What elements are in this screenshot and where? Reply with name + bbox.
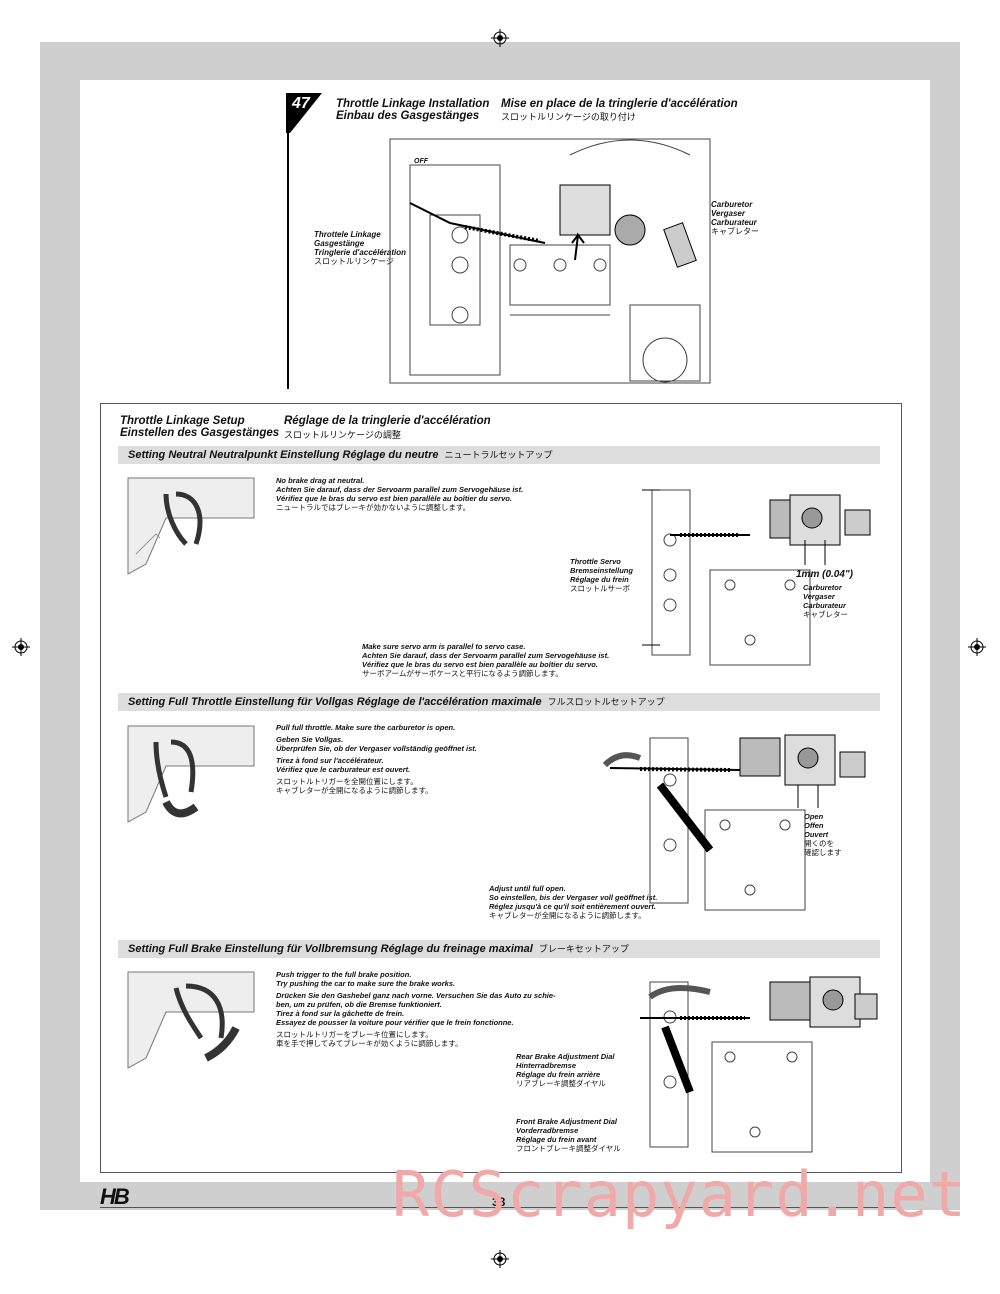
step-title-de: Einbau des Gasgestänges <box>336 110 480 122</box>
off-label: OFF <box>414 158 428 165</box>
throttle-note2-fr: Réglez jusqu'à ce qu'il soit entièrement… <box>489 902 656 911</box>
neutral-note2-fr: Vérifiez que le bras du servo est bien p… <box>362 660 598 669</box>
transmitter-neutral-image <box>127 477 255 575</box>
footer-rule <box>100 1207 900 1208</box>
open-label-en: Open <box>804 812 824 821</box>
front-brake-label-fr: Réglage du frein avant <box>516 1135 597 1144</box>
rear-brake-label-fr: Réglage du frein arrière <box>516 1070 601 1079</box>
carb-label-jp: キャブレター <box>711 227 759 236</box>
rear-brake-label-jp: リアブレーキ調整ダイヤル <box>516 1079 606 1088</box>
linkage-label-fr: Tringlerie d'accélération <box>314 248 407 257</box>
throttle-note-jp-2: キャブレターが全開になるように調節します。 <box>276 786 433 795</box>
step-number: 47 <box>292 95 310 112</box>
throttle-title: Setting Full Throttle Einstellung für Vo… <box>128 696 542 708</box>
carb-label-en: Carburetor <box>711 200 753 209</box>
step-title-en: Throttle Linkage Installation <box>336 98 490 110</box>
neutral-note2-jp: サーボアームがサーボケースと平行になるよう調節します。 <box>362 669 563 678</box>
open-label-jp-2: 確認します <box>804 848 842 857</box>
open-label-jp-1: 開くのを <box>804 839 834 848</box>
brake-title: Setting Full Brake Einstellung für Vollb… <box>128 943 533 955</box>
brake-note-2: Try pushing the car to make sure the bra… <box>276 979 456 988</box>
brake-servo-diagram <box>640 976 878 1153</box>
rear-brake-label-de: Hinterradbremse <box>516 1061 577 1070</box>
carb-label-fr: Carburateur <box>711 218 757 227</box>
servo-label-jp: スロットルサーボ <box>570 584 630 593</box>
open-label-de: Offen <box>804 821 824 830</box>
setup-title-fr: Réglage de la tringlerie d'accélération <box>284 415 491 427</box>
throttle-note-2: Geben Sie Vollgas. <box>276 735 344 744</box>
throttle-note-1: Pull full throttle. Make sure the carbur… <box>276 723 456 732</box>
brake-title-jp: ブレーキセットアップ <box>538 944 629 954</box>
neutral-note2-en: Make sure servo arm is parallel to servo… <box>362 642 526 651</box>
brake-note-5: Tirez à fond sur la gâchette de frein. <box>276 1009 405 1018</box>
throttle-section-header: Setting Full Throttle Einstellung für Vo… <box>118 693 880 711</box>
linkage-label-en: Throttele Linkage <box>314 230 381 239</box>
brake-note-jp-2: 車を手で押してみてブレーキが効くように調節します。 <box>276 1039 463 1048</box>
step-tab <box>286 93 322 389</box>
neutral-carb-jp: キャブレター <box>803 610 848 619</box>
neutral-title: Setting Neutral Neutralpunkt Einstellung… <box>128 449 439 461</box>
front-brake-label-de: Vorderradbremse <box>516 1126 579 1135</box>
gap-label: 1mm (0.04") <box>796 569 853 580</box>
neutral-note-de: Achten Sie darauf, dass der Servoarm par… <box>276 485 524 494</box>
throttle-note2-jp: キャブレターが全開になるように調節します。 <box>489 911 646 920</box>
chassis-diagram <box>389 138 711 384</box>
throttle-note-5: Vérifiez que le carburateur est ouvert. <box>276 765 411 774</box>
setup-title-jp: スロットルリンケージの調整 <box>284 430 401 440</box>
neutral-carb-fr: Carburateur <box>803 601 846 610</box>
setup-title-de: Einstellen des Gasgestänges <box>120 427 280 439</box>
brake-note-3: Drücken Sie den Gashebel ganz nach vorne… <box>276 991 556 1000</box>
brake-note-1: Push trigger to the full brake position. <box>276 970 412 979</box>
servo-label-de: Bremseinstellung <box>570 566 633 575</box>
registration-mark-icon <box>968 638 986 656</box>
front-brake-label-jp: フロントブレーキ調整ダイヤル <box>516 1144 621 1153</box>
setup-box <box>100 403 902 1173</box>
registration-mark-icon <box>491 29 509 47</box>
step-title-fr: Mise en place de la tringlerie d'accélér… <box>501 98 738 110</box>
rear-brake-label-en: Rear Brake Adjustment Dial <box>516 1052 615 1061</box>
neutral-note-jp: ニュートラルではブレーキが効かないように調整します。 <box>276 503 471 512</box>
brake-note-4: ben, um zu prüfen, ob die Bremse funktio… <box>276 1000 442 1009</box>
neutral-servo-diagram <box>642 489 871 666</box>
brake-note-jp-1: スロットルトリガーをブレーキ位置にします。 <box>276 1030 433 1039</box>
brake-section-header: Setting Full Brake Einstellung für Vollb… <box>118 940 880 958</box>
neutral-carb-de: Vergaser <box>803 592 835 601</box>
throttle-note-4: Tirez à fond sur l'accélérateur. <box>276 756 384 765</box>
neutral-section-header: Setting Neutral Neutralpunkt Einstellung… <box>118 446 880 464</box>
registration-mark-icon <box>491 1250 509 1268</box>
carb-label-de: Vergaser <box>711 209 745 218</box>
throttle-note2-de: So einstellen, bis der Vergaser voll geö… <box>489 893 658 902</box>
servo-label-fr: Réglage du frein <box>570 575 629 584</box>
transmitter-brake-image <box>127 971 255 1069</box>
brake-note-6: Essayez de pousser la voiture pour vérif… <box>276 1018 514 1027</box>
neutral-note-fr: Vérifiez que le bras du servo est bien p… <box>276 494 512 503</box>
throttle-title-jp: フルスロットルセットアップ <box>547 697 665 707</box>
page-number: 38 <box>492 1195 506 1209</box>
neutral-title-jp: ニュートラルセットアップ <box>444 450 553 460</box>
registration-mark-icon <box>12 638 30 656</box>
throttle-note-3: Überprüfen Sie, ob der Vergaser vollstän… <box>276 744 477 753</box>
neutral-note2-de: Achten Sie darauf, dass der Servoarm par… <box>362 651 610 660</box>
open-label-fr: Ouvert <box>804 830 829 839</box>
throttle-servo-diagram <box>602 734 866 911</box>
setup-title-en: Throttle Linkage Setup <box>120 415 245 427</box>
linkage-label-jp: スロットルリンケージ <box>314 257 394 266</box>
front-brake-label-en: Front Brake Adjustment Dial <box>516 1117 617 1126</box>
hb-logo: HB <box>100 1184 130 1209</box>
step-title-jp: スロットルリンケージの取り付け <box>501 112 636 122</box>
linkage-label-de: Gasgestänge <box>314 239 365 248</box>
transmitter-throttle-image <box>127 725 255 823</box>
throttle-note-jp-1: スロットルトリガーを全開位置にします。 <box>276 777 418 786</box>
neutral-carb-en: Carburetor <box>803 583 842 592</box>
throttle-note2-en: Adjust until full open. <box>489 884 566 893</box>
watermark: RCScrapyard.net <box>392 1158 967 1231</box>
neutral-note-en: No brake drag at neutral. <box>276 476 365 485</box>
servo-label-en: Throttle Servo <box>570 557 621 566</box>
